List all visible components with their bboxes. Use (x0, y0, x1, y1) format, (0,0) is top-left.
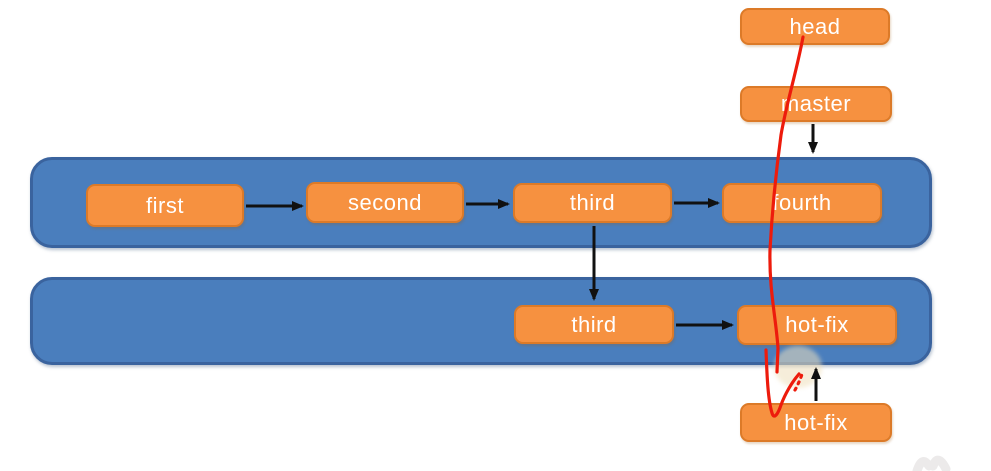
node-hotfix-branch: hot-fix (737, 305, 897, 345)
node-second-label: second (348, 189, 422, 215)
node-third-branch: third (514, 305, 674, 344)
node-third-branch-label: third (571, 311, 617, 337)
node-third-master: third (513, 183, 672, 223)
node-third-master-label: third (569, 190, 616, 215)
node-hotfix-branch-label: hot-fix (785, 312, 849, 337)
node-second: second (306, 182, 464, 223)
node-hotfix-detached-label: hot-fix (784, 409, 848, 435)
node-head-label: head (789, 13, 841, 39)
node-master: master (740, 86, 892, 122)
node-first-label: first (146, 192, 184, 218)
node-master-label: master (780, 91, 852, 116)
node-head: head (740, 8, 890, 45)
red-pen-dots (793, 369, 805, 392)
watermark (912, 455, 951, 471)
node-fourth-label: fourth (772, 190, 832, 215)
node-hotfix-detached: hot-fix (740, 403, 892, 442)
node-fourth: fourth (722, 183, 882, 223)
node-first: first (86, 184, 244, 227)
